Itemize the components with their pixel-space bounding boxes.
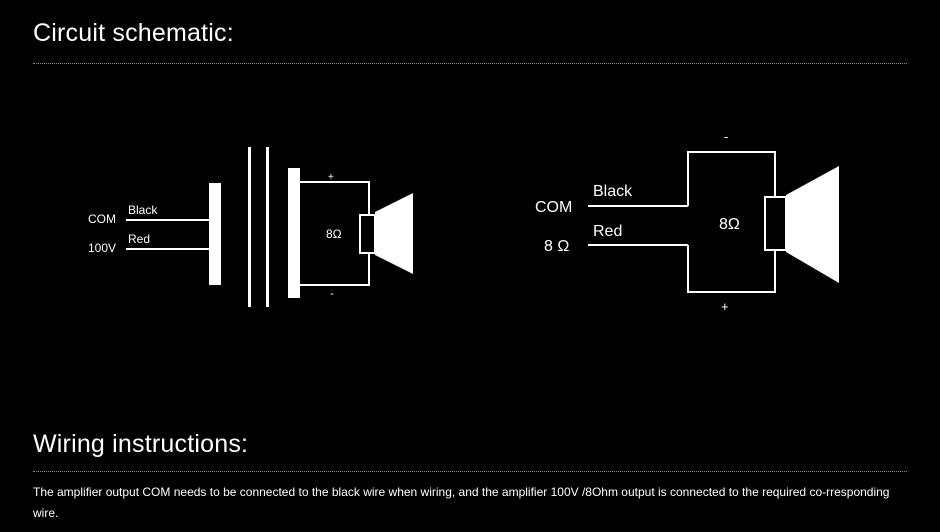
circuit-diagram: COM 100V Black Red + - 8Ω COM 8 Ω Black … <box>88 129 839 314</box>
left-impedance: 8Ω <box>326 227 342 241</box>
left-speaker-cone <box>375 193 413 274</box>
transformer-circuit: COM 100V Black Red + - 8Ω <box>88 147 413 307</box>
left-positive-wire <box>300 181 370 215</box>
right-minus-sign: - <box>724 129 728 144</box>
left-black-label: Black <box>128 203 158 217</box>
transformer-core-bar-2 <box>266 147 269 307</box>
right-positive-loop <box>687 245 776 293</box>
left-plus-sign: + <box>328 172 334 183</box>
left-com-label: COM <box>88 212 116 226</box>
left-100v-label: 100V <box>88 241 116 255</box>
circuit-schematic-heading: Circuit schematic: <box>33 19 234 47</box>
right-negative-loop <box>687 151 776 206</box>
wiring-instructions-text: The amplifier output COM needs to be con… <box>33 485 890 520</box>
right-com-label: COM <box>535 199 572 216</box>
divider-top <box>33 63 907 64</box>
secondary-coil <box>288 168 300 298</box>
right-speaker-magnet <box>764 196 787 251</box>
transformer-core-bar-1 <box>248 147 251 307</box>
wiring-instructions-heading: Wiring instructions: <box>33 430 249 458</box>
right-speaker-cone <box>786 166 839 283</box>
right-red-label: Red <box>593 223 622 240</box>
right-plus-sign: + <box>721 299 729 314</box>
left-speaker-magnet <box>359 214 376 254</box>
right-8ohm-label: 8 Ω <box>544 238 569 255</box>
left-red-label: Red <box>128 232 150 246</box>
left-minus-sign: - <box>330 288 334 300</box>
left-negative-wire <box>300 253 370 286</box>
direct-circuit: COM 8 Ω Black Red - + 8Ω <box>535 129 839 314</box>
right-impedance: 8Ω <box>719 216 740 233</box>
right-black-label: Black <box>593 183 633 200</box>
divider-bottom <box>33 471 907 472</box>
primary-coil <box>209 183 221 285</box>
